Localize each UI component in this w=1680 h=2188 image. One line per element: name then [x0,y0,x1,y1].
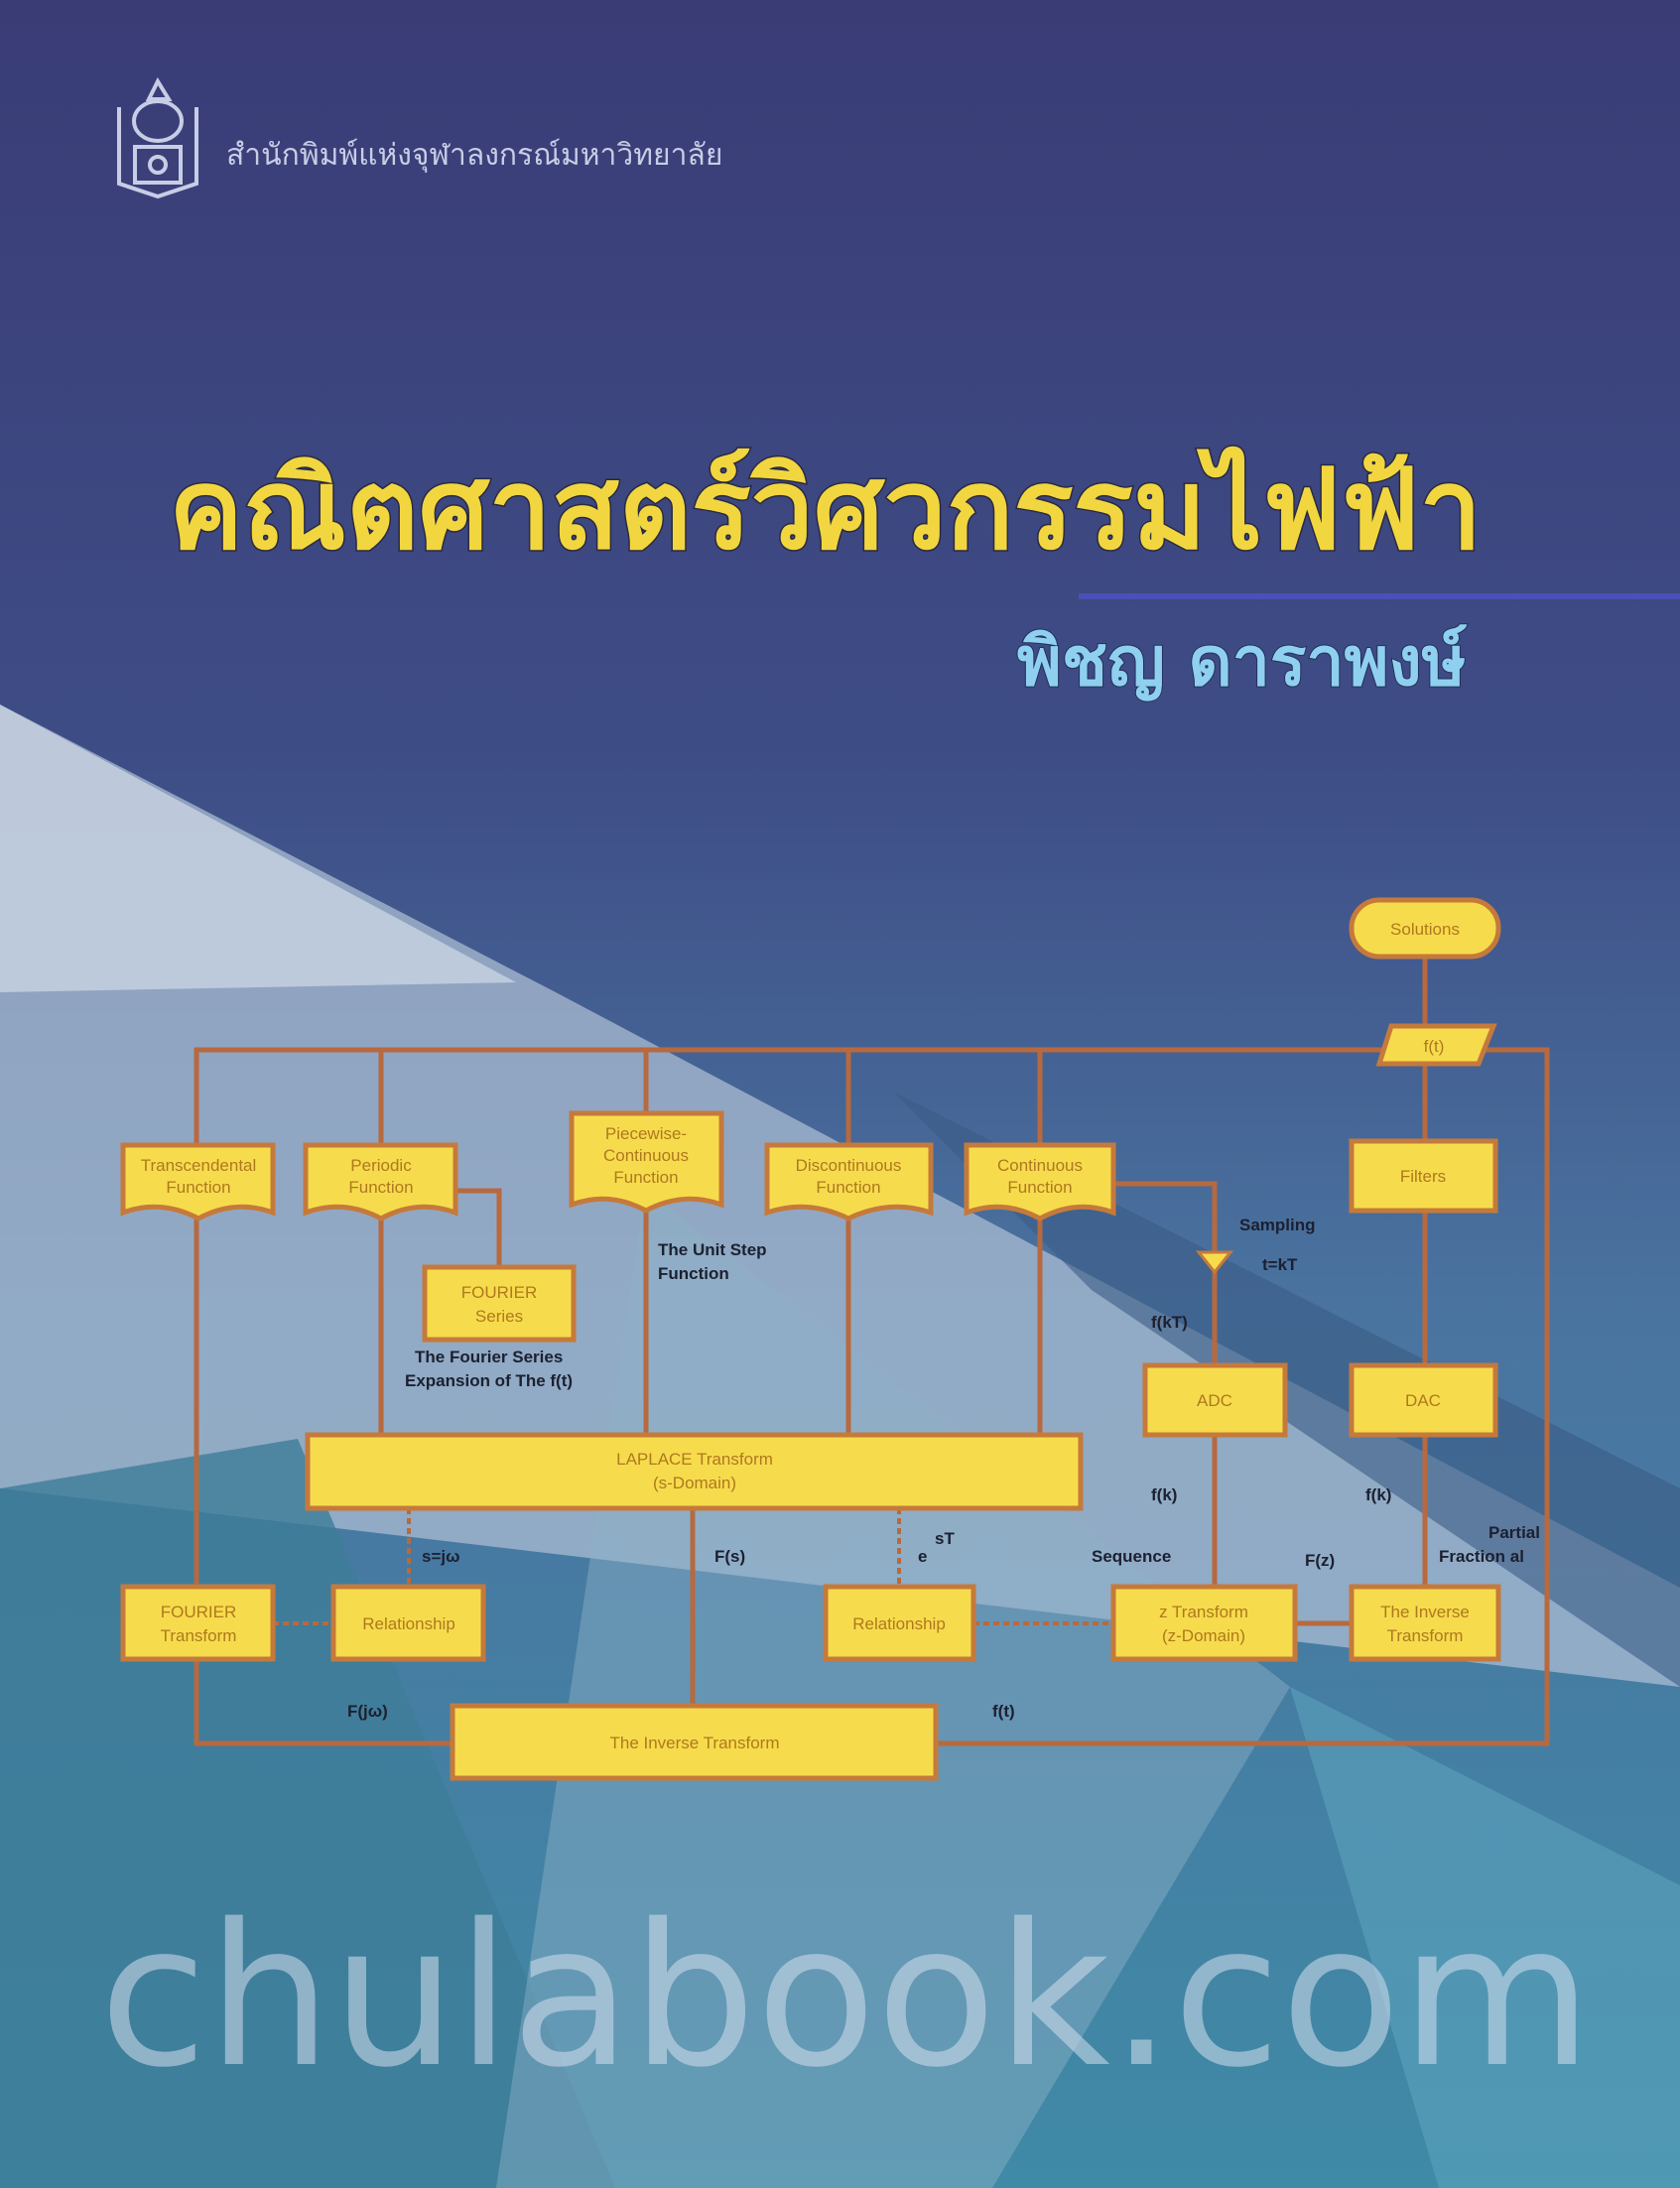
svg-text:Transcendental: Transcendental [141,1156,257,1175]
svg-text:f(k): f(k) [1151,1485,1177,1504]
svg-text:e: e [918,1547,927,1566]
node-dac: DAC [1349,1362,1498,1438]
facet [1290,1687,1680,2188]
svg-text:LAPLACE Transform: LAPLACE Transform [616,1450,773,1469]
node-fourier-series: FOURIER Series [422,1264,577,1343]
svg-text:Continuous: Continuous [603,1146,689,1165]
svg-text:Relationship: Relationship [362,1614,455,1633]
svg-text:The Unit Step: The Unit Step [658,1240,767,1259]
svg-text:Function: Function [348,1178,413,1197]
svg-text:Solutions: Solutions [1390,920,1460,939]
node-laplace: LAPLACE Transform (s-Domain) [305,1432,1084,1511]
svg-text:FOURIER: FOURIER [461,1283,538,1302]
svg-text:The Inverse: The Inverse [1380,1603,1470,1621]
node-fourier-transform: FOURIER Transform [120,1584,276,1662]
node-solutions: Solutions [1349,897,1501,960]
svg-text:Sampling: Sampling [1239,1216,1316,1234]
svg-text:F(s): F(s) [714,1547,745,1566]
svg-text:z Transform: z Transform [1159,1603,1248,1621]
svg-text:(s-Domain): (s-Domain) [653,1474,736,1492]
svg-text:Filters: Filters [1400,1167,1446,1186]
svg-text:f(t): f(t) [992,1702,1015,1721]
svg-text:Function: Function [613,1168,678,1187]
svg-text:sT: sT [935,1529,955,1548]
svg-text:Fraction al: Fraction al [1439,1547,1524,1566]
author-name: พิชญ ดาราพงษ์ [1017,623,1468,702]
diagram-labels: Sampling t=kT f(kT) The Unit Step Functi… [347,1216,1540,1721]
svg-text:ADC: ADC [1197,1391,1232,1410]
watermark: chulabook.com [99,1881,1593,2111]
node-filters: Filters [1349,1138,1498,1214]
svg-text:DAC: DAC [1405,1391,1441,1410]
node-z-transform: z Transform (z-Domain) [1110,1584,1298,1662]
node-ft: f(t) [1375,1023,1497,1067]
svg-text:Function: Function [816,1178,880,1197]
node-adc: ADC [1142,1362,1288,1438]
svg-text:t=kT: t=kT [1262,1255,1298,1274]
svg-text:Periodic: Periodic [350,1156,412,1175]
svg-text:Transform: Transform [1387,1626,1464,1645]
diagram-connectors [194,957,1550,1746]
svg-text:Relationship: Relationship [852,1614,946,1633]
svg-text:F(z): F(z) [1305,1551,1335,1570]
svg-text:Function: Function [658,1264,729,1283]
node-inverse-transform-bottom: The Inverse Transform [450,1703,939,1781]
book-title: คณิตศาสตร์วิศวกรรมไฟฟ้า [169,446,1482,575]
svg-text:(z-Domain): (z-Domain) [1162,1626,1245,1645]
svg-text:Partial: Partial [1488,1523,1540,1542]
svg-text:The Fourier Series: The Fourier Series [415,1348,563,1366]
publisher-name: สำนักพิมพ์แห่งจุฬาลงกรณ์มหาวิทยาลัย [226,138,722,174]
svg-text:f(kT): f(kT) [1151,1313,1188,1332]
svg-text:Expansion of The f(t): Expansion of The f(t) [405,1371,573,1390]
svg-text:s=jω: s=jω [422,1547,459,1566]
node-relationship-2: Relationship [823,1584,976,1662]
svg-text:f(t): f(t) [1424,1037,1445,1056]
svg-text:Function: Function [1007,1178,1072,1197]
svg-text:Sequence: Sequence [1092,1547,1171,1566]
svg-text:F(jω): F(jω) [347,1702,388,1721]
svg-text:Discontinuous: Discontinuous [796,1156,902,1175]
node-relationship-1: Relationship [330,1584,486,1662]
university-seal-logo [117,76,198,199]
svg-text:Piecewise-: Piecewise- [605,1124,687,1143]
svg-text:Function: Function [166,1178,230,1197]
svg-text:Transform: Transform [161,1626,237,1645]
sampler-triangle-icon [1195,1250,1234,1275]
facet [0,705,516,992]
svg-text:The Inverse Transform: The Inverse Transform [609,1734,779,1752]
svg-text:f(k): f(k) [1365,1485,1391,1504]
svg-text:Continuous: Continuous [997,1156,1083,1175]
svg-text:Series: Series [475,1307,523,1326]
svg-text:FOURIER: FOURIER [161,1603,237,1621]
